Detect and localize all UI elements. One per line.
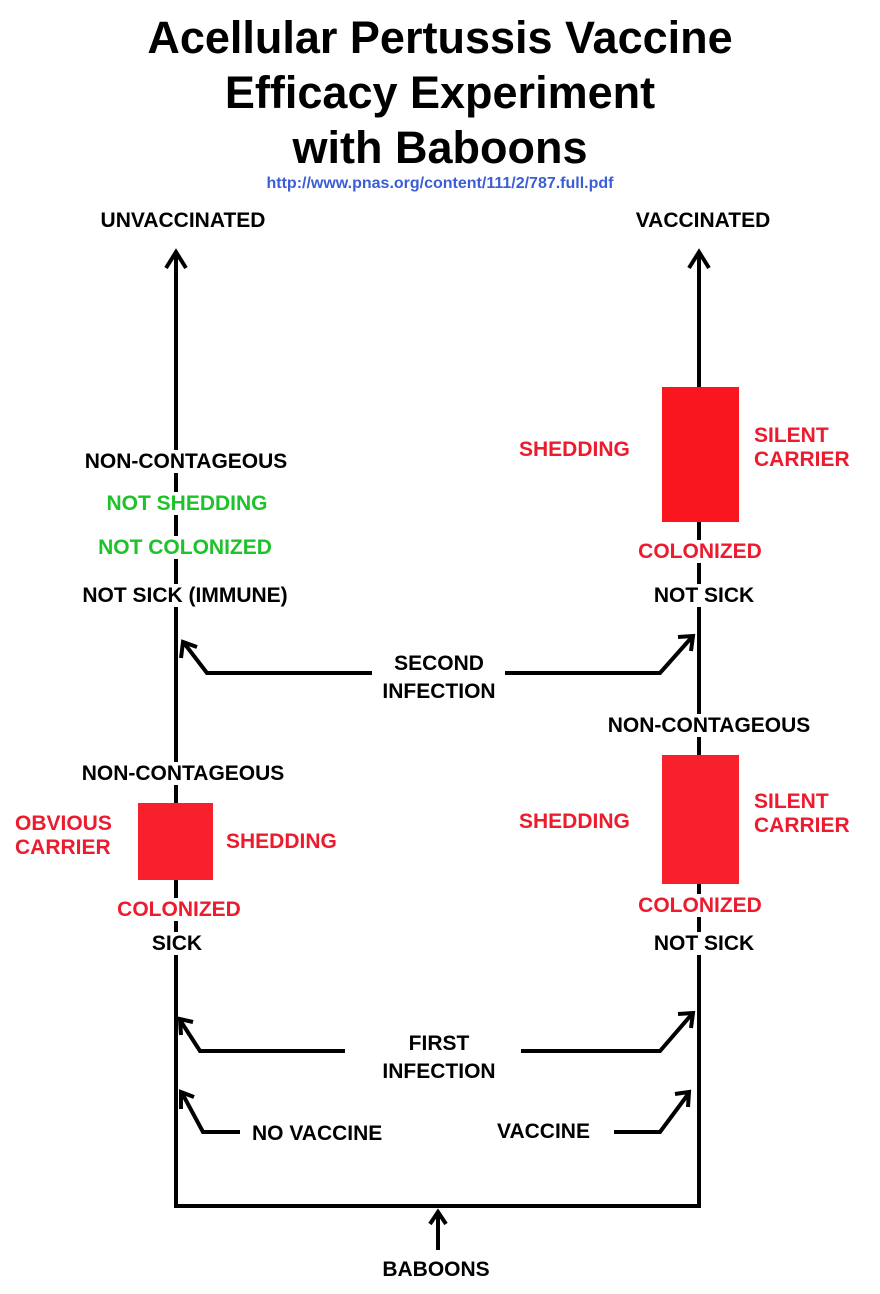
title-line-3: with Baboons — [292, 122, 588, 173]
right-upper-not-sick: NOT SICK — [651, 584, 757, 607]
vaccine-arrow — [614, 1091, 691, 1134]
first-infection-right-arrow — [521, 1012, 694, 1053]
right-top-arrowhead — [687, 248, 711, 270]
left-obvious-carrier: OBVIOUS CARRIER — [13, 812, 114, 861]
right-lower-colonized: COLONIZED — [636, 894, 764, 917]
first-infection-left-arrow — [178, 1018, 345, 1053]
unvaccinated-label: UNVACCINATED — [100, 209, 266, 232]
baboons-label: BABOONS — [382, 1258, 490, 1281]
left-second-contagion: NON-CONTAGEOUS — [82, 450, 290, 473]
right-upper-shedding-box — [662, 387, 739, 522]
left-sick: SICK — [149, 932, 205, 955]
right-upper-silent-carrier: SILENT CARRIER — [752, 424, 852, 473]
left-not-colonized: NOT COLONIZED — [96, 536, 274, 559]
left-shedding: SHEDDING — [224, 830, 339, 853]
left-top-arrowhead — [164, 248, 188, 270]
baboons-arrowhead — [428, 1208, 448, 1226]
right-lower-not-sick: NOT SICK — [651, 932, 757, 955]
second-infection-right-arrow — [505, 635, 694, 675]
left-first-contagion: NON-CONTAGEOUS — [79, 762, 287, 785]
left-shedding-box — [138, 803, 213, 880]
second-infection-label: SECOND INFECTION — [382, 652, 496, 703]
second-infection-left-arrow — [182, 641, 372, 675]
diagram-title: Acellular Pertussis Vaccine Efficacy Exp… — [0, 10, 880, 175]
right-lower-shedding: SHEDDING — [517, 810, 632, 833]
right-upper-colonized: COLONIZED — [636, 540, 764, 563]
left-colonized: COLONIZED — [115, 898, 243, 921]
right-upper-shedding: SHEDDING — [517, 438, 632, 461]
right-lower-silent-carrier: SILENT CARRIER — [752, 790, 852, 839]
right-lower-shedding-box — [662, 755, 739, 884]
source-link[interactable]: http://www.pnas.org/content/111/2/787.fu… — [266, 175, 614, 192]
right-first-contagion: NON-CONTAGEOUS — [605, 714, 813, 737]
vaccinated-label: VACCINATED — [635, 209, 771, 232]
left-not-shedding: NOT SHEDDING — [104, 492, 270, 515]
title-line-1: Acellular Pertussis Vaccine — [147, 12, 733, 63]
left-not-sick-immune: NOT SICK (IMMUNE) — [80, 584, 290, 607]
first-infection-label: FIRST INFECTION — [382, 1032, 496, 1083]
vaccine-label: VACCINE — [497, 1120, 590, 1143]
no-vaccine-label: NO VACCINE — [252, 1122, 383, 1145]
no-vaccine-arrow — [180, 1092, 240, 1134]
title-line-2: Efficacy Experiment — [224, 67, 656, 118]
